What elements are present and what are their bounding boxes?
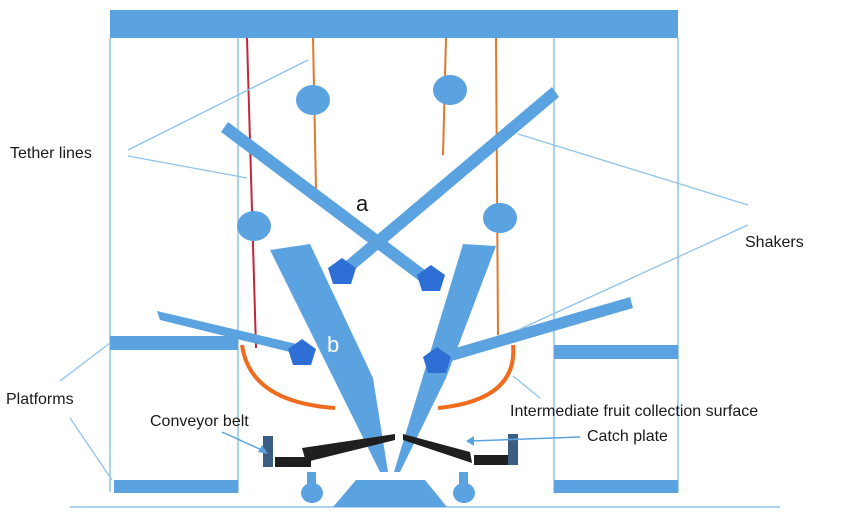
catch-surface-left-b <box>270 244 388 472</box>
shaker-arm-left-long <box>221 122 437 289</box>
label-platforms: Platforms <box>6 391 74 408</box>
conveyor-post-left <box>263 436 273 467</box>
shaker-head-low-left <box>288 339 316 365</box>
leader-conveyor <box>221 431 265 452</box>
label-shakers: Shakers <box>745 234 804 251</box>
collection-surface-left <box>240 344 336 410</box>
tether-red <box>246 37 257 349</box>
leader-tether-2 <box>127 155 248 179</box>
tether-orange-3 <box>495 37 499 336</box>
collection-surface-right <box>437 344 516 410</box>
platform-left-upper <box>110 336 238 350</box>
label-catch-plate: Catch plate <box>587 428 668 445</box>
frame <box>70 10 780 508</box>
arrow-catch-plate-head <box>466 436 474 446</box>
leader-platforms-2 <box>69 417 113 481</box>
conveyor-belt-right <box>403 434 472 463</box>
wheel-left-mount <box>307 472 316 486</box>
leader-platforms-1 <box>59 342 111 382</box>
leader-shakers-2 <box>517 224 749 331</box>
shaker-head-low-right <box>423 347 451 373</box>
conveyor-post-right <box>508 434 518 465</box>
conveyor-system <box>263 434 518 503</box>
label-tether-lines: Tether lines <box>10 145 92 162</box>
catch-plate-right-arm <box>474 455 511 465</box>
platform-right-upper <box>554 345 678 359</box>
shaker-arms <box>157 87 633 365</box>
label-b: b <box>327 332 339 357</box>
wheel-right-mount <box>459 472 468 486</box>
platform-right-lower <box>554 480 678 493</box>
arrow-conveyor-head <box>258 445 268 454</box>
platforms <box>110 336 678 493</box>
weight-upper-right <box>433 75 467 105</box>
label-intermediate-surface: Intermediate fruit collection surface <box>510 403 758 420</box>
leader-tether-1 <box>127 59 309 151</box>
leader-intermediate <box>512 375 541 399</box>
conveyor-belt-left <box>302 434 395 462</box>
catch-plate-left-arm <box>275 457 311 467</box>
shaker-head-center-right <box>417 265 445 291</box>
top-beam <box>110 10 678 38</box>
shaker-head-center-left <box>328 258 356 284</box>
shaker-arm-right-long <box>340 87 559 276</box>
shaker-arm-left-low <box>157 311 305 355</box>
wheel-right <box>453 483 475 503</box>
leader-shakers-1 <box>517 133 749 206</box>
platform-left-lower <box>114 480 238 493</box>
weight-mid-left <box>237 211 271 241</box>
label-a: a <box>356 191 369 216</box>
base-hopper <box>333 480 447 507</box>
arrow-leaders <box>221 431 581 454</box>
shaker-arm-right-low <box>435 297 633 365</box>
tether-weights <box>237 75 517 241</box>
catch-funnel <box>270 244 496 507</box>
weight-mid-right <box>483 203 517 233</box>
shaker-heads <box>288 258 451 373</box>
label-conveyor-belt: Conveyor belt <box>150 413 249 430</box>
leader-lines <box>59 59 749 481</box>
wheel-left <box>301 483 323 503</box>
weight-upper-left <box>296 85 330 115</box>
leader-catch-plate <box>471 436 581 442</box>
collection-surfaces <box>240 344 516 410</box>
